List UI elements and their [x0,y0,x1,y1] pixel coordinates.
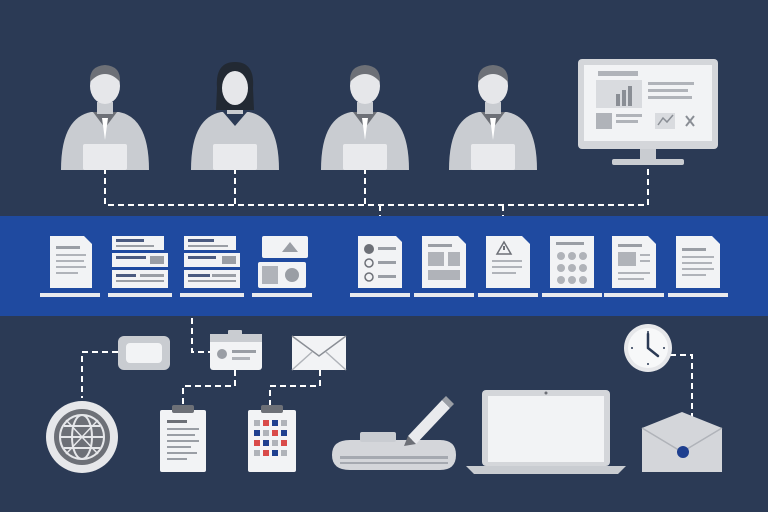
warning-document-icon [478,236,538,297]
connector-to-clipboard-1 [182,370,236,406]
dashboard-monitor-icon [578,59,718,165]
table-stack-icon [108,236,172,297]
connector-top [104,165,649,206]
checklist-document-icon [350,236,410,297]
clipboard-grid-icon [248,405,296,472]
connector-to-idcard [191,318,212,353]
band-documents [40,236,728,297]
text-document-icon [40,236,100,297]
connector-to-clipboard-2 [269,370,321,406]
image-cards-icon [252,236,312,297]
clock-icon [624,324,672,372]
envelope-icon [291,335,347,371]
people-row [61,62,537,170]
bottom-row [46,324,723,474]
man-at-laptop-icon [321,65,409,170]
clipboard-icon [160,405,206,472]
pen-signing-icon [332,396,456,470]
id-card-icon [210,330,262,370]
laptop-icon [466,390,626,474]
text-document-icon [668,236,728,297]
layout-document-icon [414,236,474,297]
tag-icon [118,336,170,370]
globe-icon [46,401,118,473]
table-stack-icon [180,236,244,297]
open-envelope-icon [641,412,723,472]
man-at-laptop-icon [449,65,537,170]
image-document-icon [604,236,664,297]
woman-at-laptop-icon [191,62,279,170]
connector-to-globe [81,351,118,398]
man-at-laptop-icon [61,65,149,170]
grid-document-icon [542,236,602,297]
